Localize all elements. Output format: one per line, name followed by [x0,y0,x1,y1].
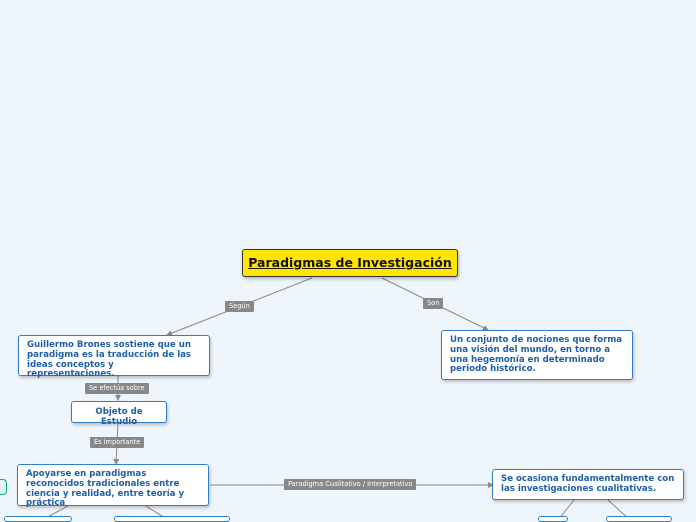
collapse-handle[interactable] [0,479,7,495]
topic-conjunto-de-nociones[interactable]: Un conjunto de nociones que forma una vi… [441,330,633,380]
root-topic[interactable]: Paradigmas de Investigación [242,249,458,277]
link-label-es-importante[interactable]: Es importante [90,437,145,448]
topic-guillermo-brones[interactable]: Guillermo Brones sostiene que un paradig… [18,335,210,379]
link-label-segun[interactable]: Según [225,301,254,312]
topic-stub-bottom-right-a[interactable] [538,516,568,522]
topic-stub-bottom-right-b[interactable] [606,516,672,522]
topic-stub-bottom-center[interactable] [114,516,230,522]
link-label-se-efectua[interactable]: Se efectúa sobre [85,383,149,394]
topic-objeto-de-estudio[interactable]: Objeto de Estudio [71,401,167,427]
topic-stub-bottom-left[interactable] [4,516,72,522]
link-label-son[interactable]: Son [423,298,444,309]
topic-apoyarse-en-paradigmas[interactable]: Apoyarse en paradigmas reconocidos tradi… [17,464,209,508]
link-label-paradigma-cualitativo[interactable]: Paradigma Cualitativo / Interpretativo [284,479,417,490]
topic-se-ocasiona[interactable]: Se ocasiona fundamentalmente con las inv… [492,469,684,500]
